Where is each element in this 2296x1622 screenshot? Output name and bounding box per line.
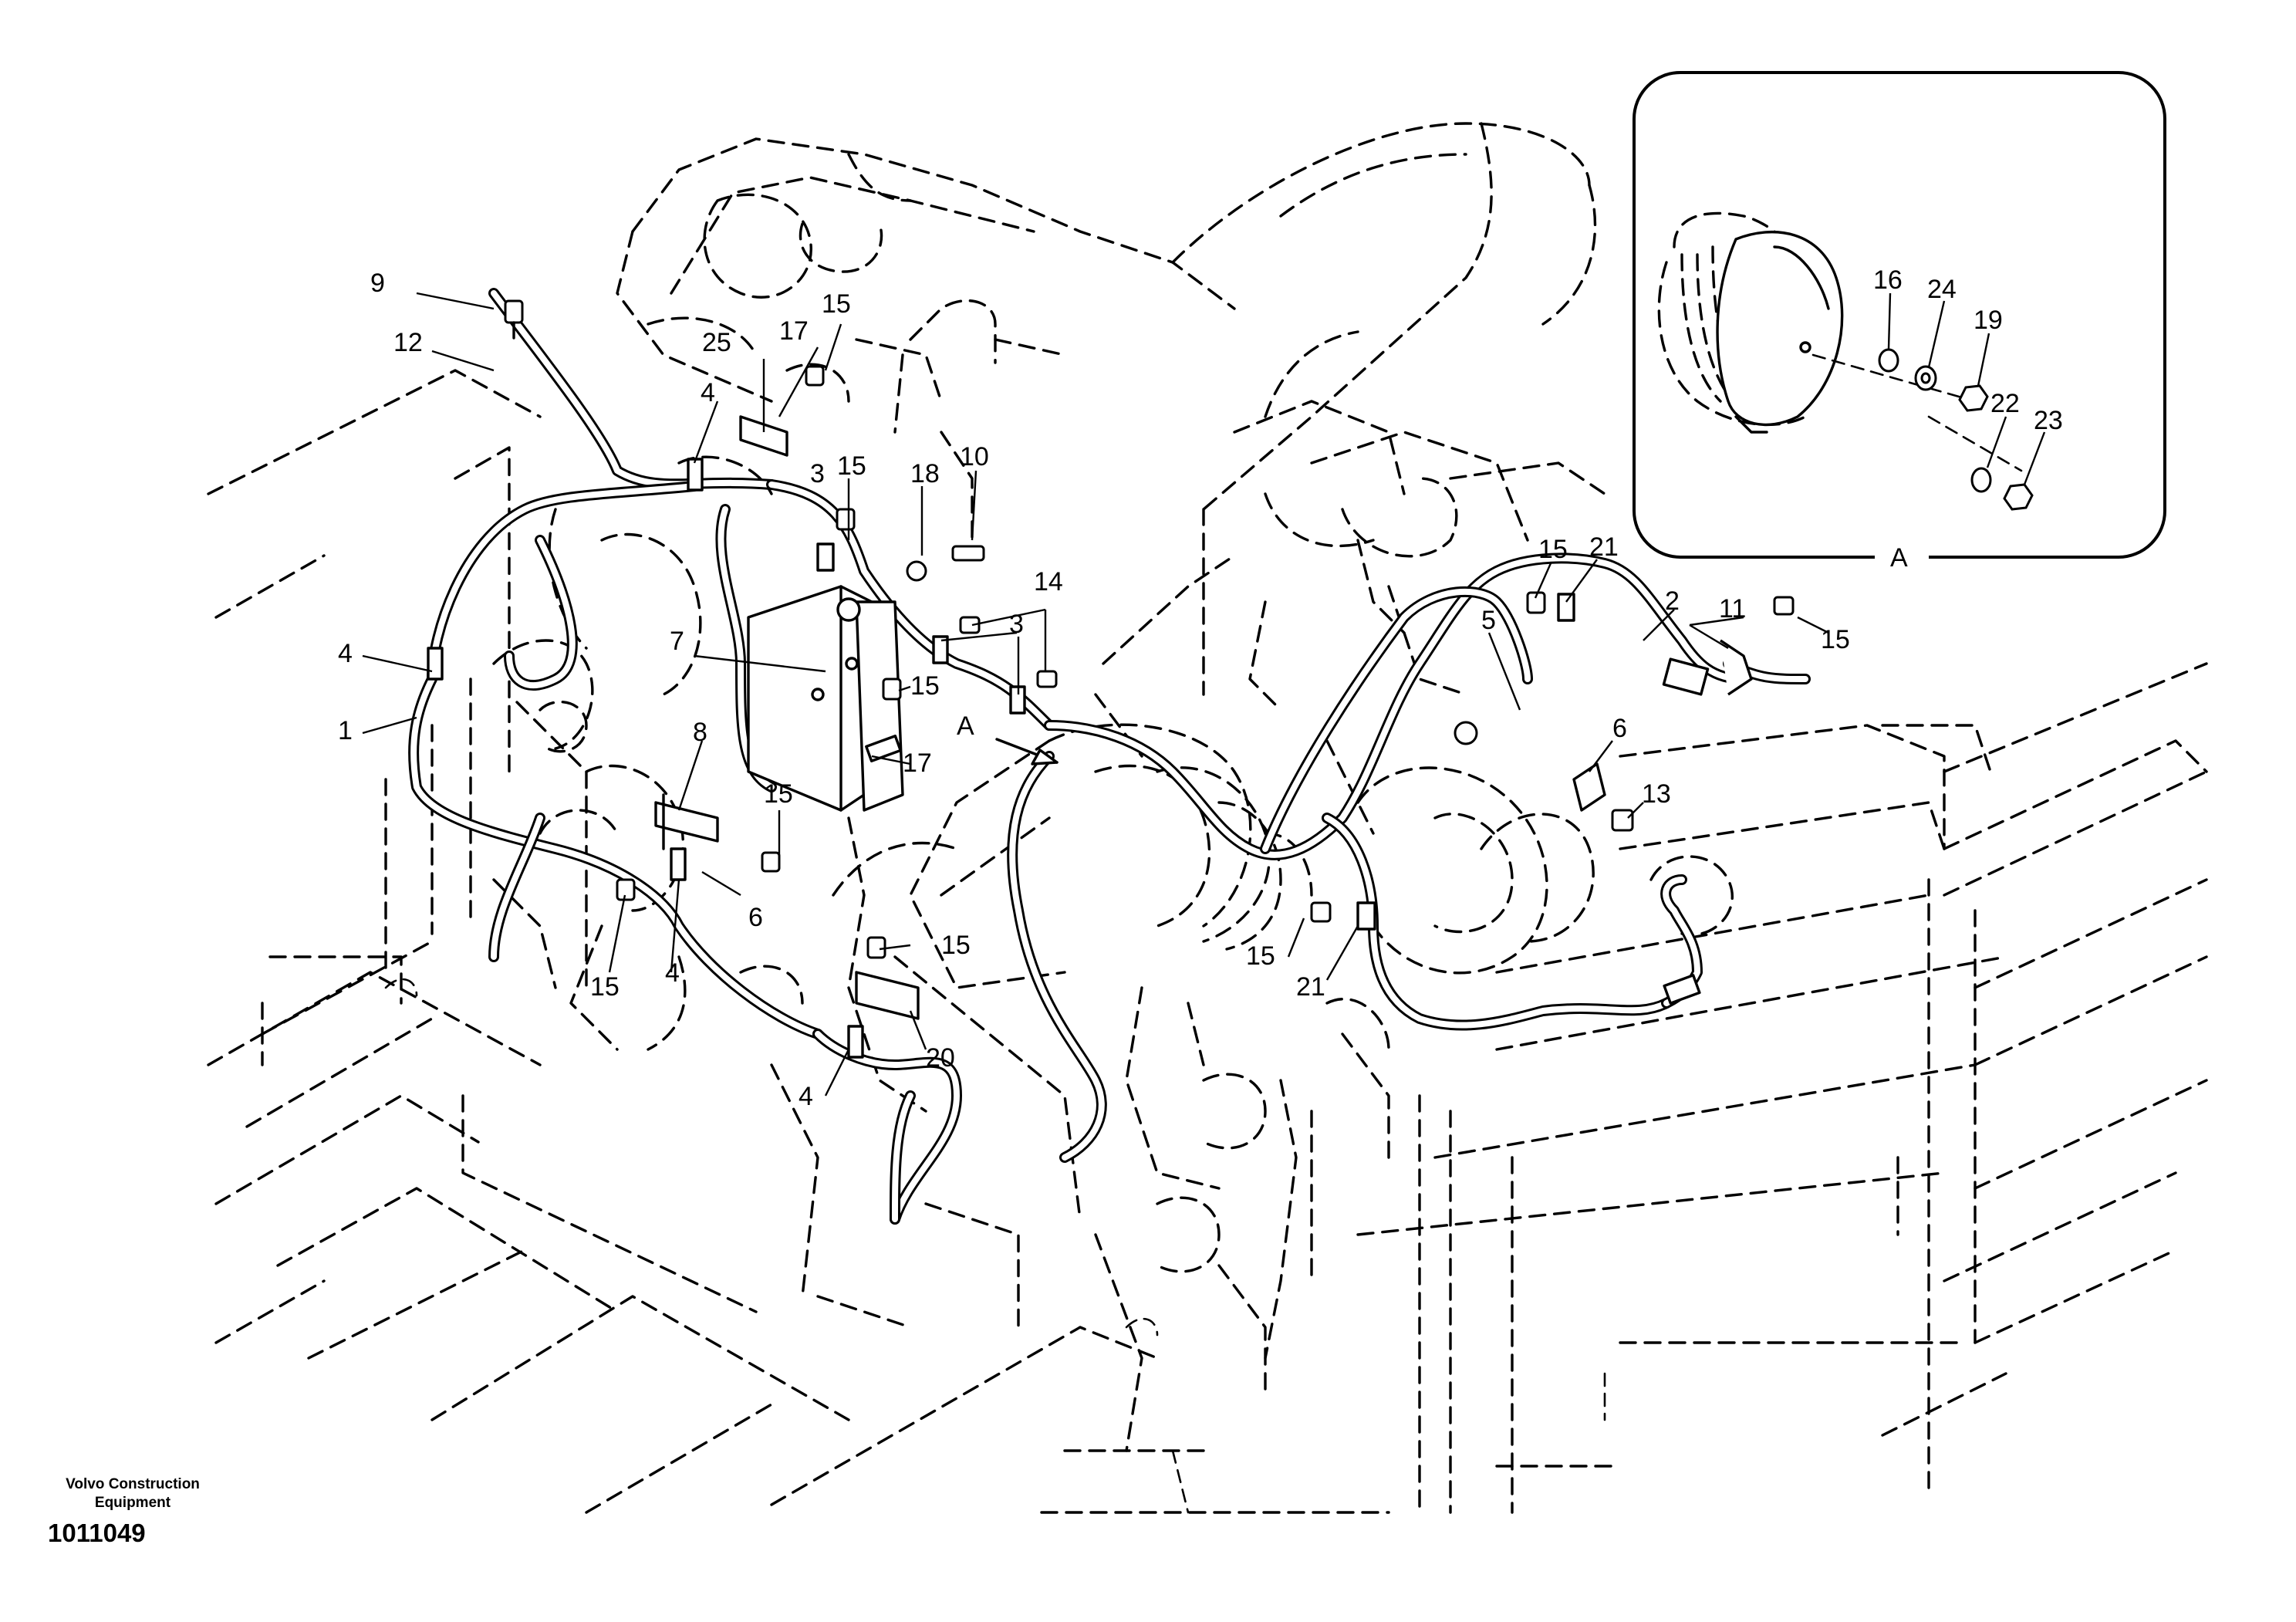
callout-11: 11 [1719, 594, 1746, 623]
callout-15-d: 15 [764, 779, 793, 809]
callout-2: 2 [1665, 586, 1680, 616]
bolt-15c [882, 678, 902, 701]
inset-label: A [1890, 543, 1908, 573]
callout-8: 8 [693, 718, 707, 747]
bolt-15f [866, 936, 886, 959]
callout-20: 20 [926, 1043, 955, 1073]
callout-4-left: 4 [338, 639, 353, 668]
callout-15-i: 15 [1246, 941, 1275, 971]
bolt-14 [959, 616, 1058, 688]
company-line-1: Volvo Construction [66, 1476, 200, 1492]
view-arrow: A [957, 711, 1059, 765]
callout-17-top: 17 [779, 316, 809, 346]
callout-15-top: 15 [822, 289, 851, 319]
callout-13: 13 [1642, 779, 1671, 809]
callout-labels: 9 12 25 17 15 4 15 3 18 10 14 3 7 15 17 … [338, 269, 1850, 1111]
view-arrow-label: A [957, 711, 974, 741]
callout-15-c: 15 [910, 671, 940, 701]
inset-callout-24: 24 [1927, 275, 1957, 304]
callout-4-bottom: 4 [799, 1082, 813, 1111]
callout-15-g: 15 [1538, 535, 1568, 564]
inset-detail-a: 16 24 19 22 23 A [1633, 71, 2166, 573]
callout-7: 7 [670, 627, 684, 656]
bolt-9 [504, 299, 524, 340]
inset-callout-23: 23 [2034, 406, 2063, 435]
inset-callout-16: 16 [1873, 265, 1903, 295]
harness-parts [427, 299, 1795, 1059]
callout-3-left: 3 [810, 459, 825, 488]
callout-5: 5 [1481, 606, 1496, 635]
bolt-15g [1526, 591, 1546, 614]
inset-callout-19: 19 [1974, 306, 2003, 335]
drawing-number: 1011049 [48, 1519, 146, 1547]
nut-5 [1454, 721, 1478, 745]
callout-4-top: 4 [701, 378, 715, 407]
bolt-15a [805, 365, 825, 387]
company-name: Volvo Construction Equipment [34, 1475, 231, 1512]
callout-21-top: 21 [1589, 532, 1619, 562]
company-line-2: Equipment [94, 1495, 171, 1511]
callout-17-mid: 17 [903, 748, 932, 778]
callout-10: 10 [960, 442, 989, 471]
callout-15-f: 15 [941, 931, 971, 960]
bolt-15h [1773, 596, 1795, 616]
clamp-4a [687, 458, 704, 492]
callout-14: 14 [1034, 567, 1063, 596]
callout-6-left: 6 [748, 903, 763, 932]
callout-6-right: 6 [1612, 714, 1627, 743]
bolt-15e [616, 878, 636, 901]
callout-9: 9 [370, 269, 385, 298]
bolt-10 [951, 545, 985, 562]
leader-lines [362, 292, 1829, 1097]
callout-25: 25 [702, 328, 731, 357]
callout-4-mid: 4 [665, 958, 680, 988]
callout-1: 1 [338, 716, 353, 745]
wire-harness [408, 288, 1811, 1225]
callout-21-bottom: 21 [1296, 972, 1325, 1002]
bolt-15i [1310, 901, 1332, 923]
bolt-15b [836, 508, 856, 531]
callout-15-h: 15 [1821, 625, 1850, 654]
callout-15-e: 15 [590, 972, 620, 1002]
bolt-13 [1611, 809, 1634, 832]
bolt-15d [761, 851, 781, 873]
inset-frame [1633, 71, 2166, 559]
callout-3-right: 3 [1009, 610, 1024, 639]
callout-15-b: 15 [837, 451, 866, 481]
callout-12: 12 [393, 328, 423, 357]
callout-18: 18 [910, 459, 940, 488]
washer-18 [906, 560, 927, 582]
inset-callout-22: 22 [1990, 389, 2020, 418]
